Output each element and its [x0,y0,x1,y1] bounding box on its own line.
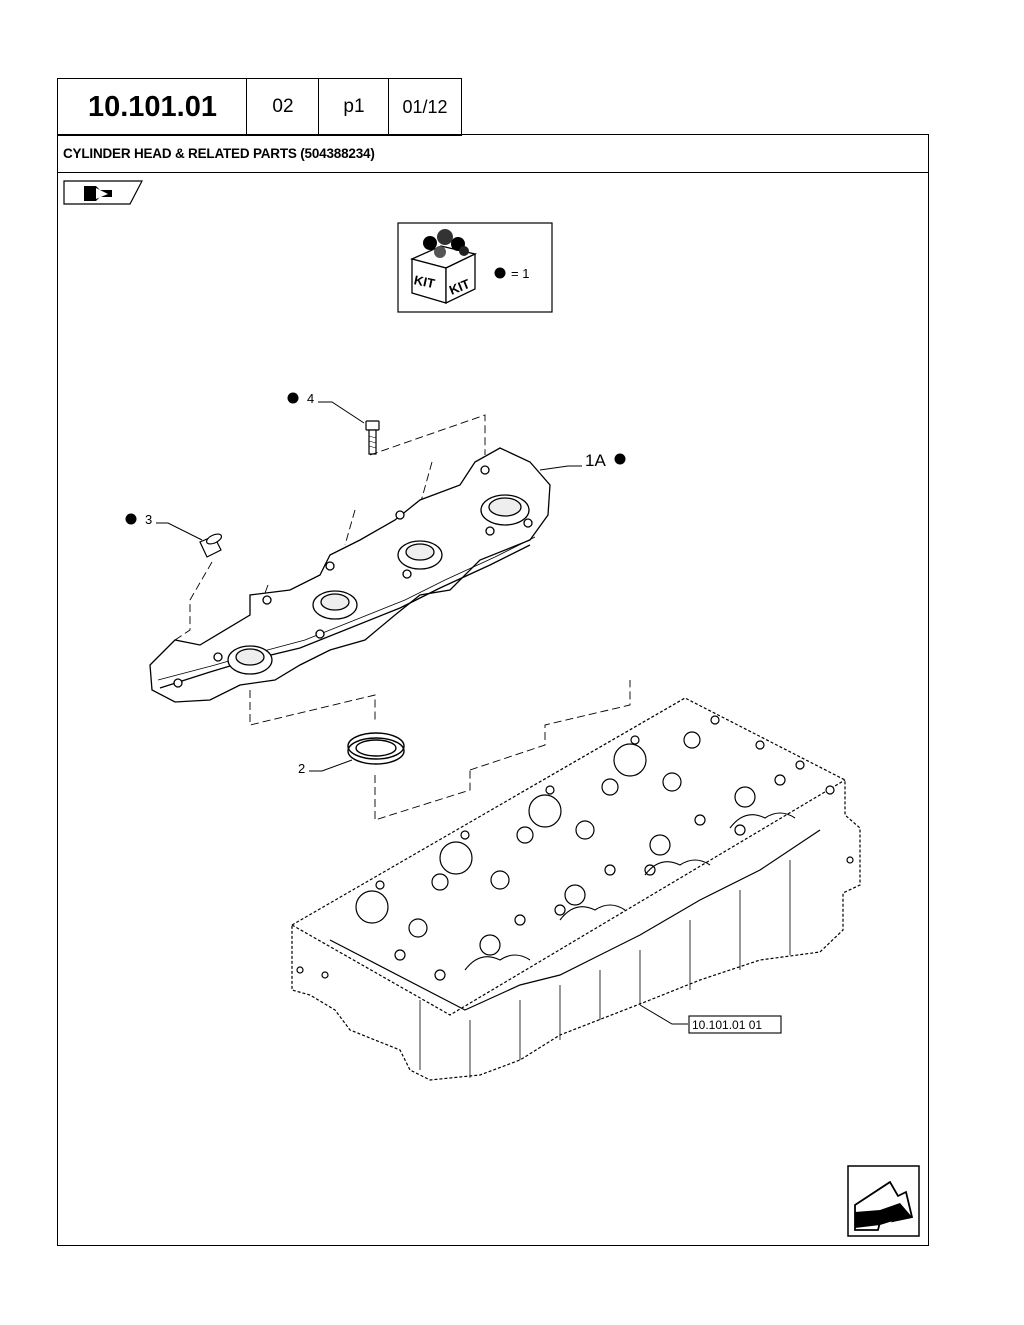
callout-4: 4 [287,391,365,424]
legend-dot [494,267,506,279]
callout-3: 3 [125,512,203,541]
cap-part [199,533,223,558]
reference-callout: 10.101.01 01 [639,1004,782,1034]
next-page-arrow-icon[interactable] [847,1165,920,1237]
ref-number-cell: 10.101.01 [57,78,248,136]
callout-3-label: 3 [145,512,152,527]
revision-cell: 02 [246,78,320,136]
kit-box: KIT KIT = 1 [397,222,553,313]
callout-1a: 1A [539,451,626,471]
callout-2-label: 2 [298,761,305,776]
rocker-support-part [149,447,551,703]
callout-2: 2 [298,759,353,776]
seal-ring-part [347,732,405,765]
kit-label-left: KIT [413,272,437,291]
sheet-cell: 01/12 [388,78,462,136]
kit-legend: = 1 [511,266,529,281]
kit-label-right: KIT [447,276,472,298]
drawing-frame: CYLINDER HEAD & RELATED PARTS (504388234… [57,134,929,1246]
page-title: CYLINDER HEAD & RELATED PARTS (504388234… [63,146,375,161]
document-reference-icon[interactable] [63,180,143,205]
callout-4-label: 4 [307,391,314,406]
alignment-lines [174,414,631,821]
reference-callout-label: 10.101.01 01 [692,1018,762,1032]
bolt-part [365,420,380,455]
kit-box-icon: KIT KIT [410,229,477,305]
sheet-number: 01/12 [402,96,448,117]
page-cell: p1 [318,78,390,136]
page-number: p1 [343,96,365,117]
revision: 02 [272,96,294,117]
cylinder-head-part [291,697,861,1081]
ref-number: 10.101.01 [87,90,217,123]
callout-1a-label: 1A [585,451,606,470]
title-bar: CYLINDER HEAD & RELATED PARTS (504388234… [58,135,928,173]
